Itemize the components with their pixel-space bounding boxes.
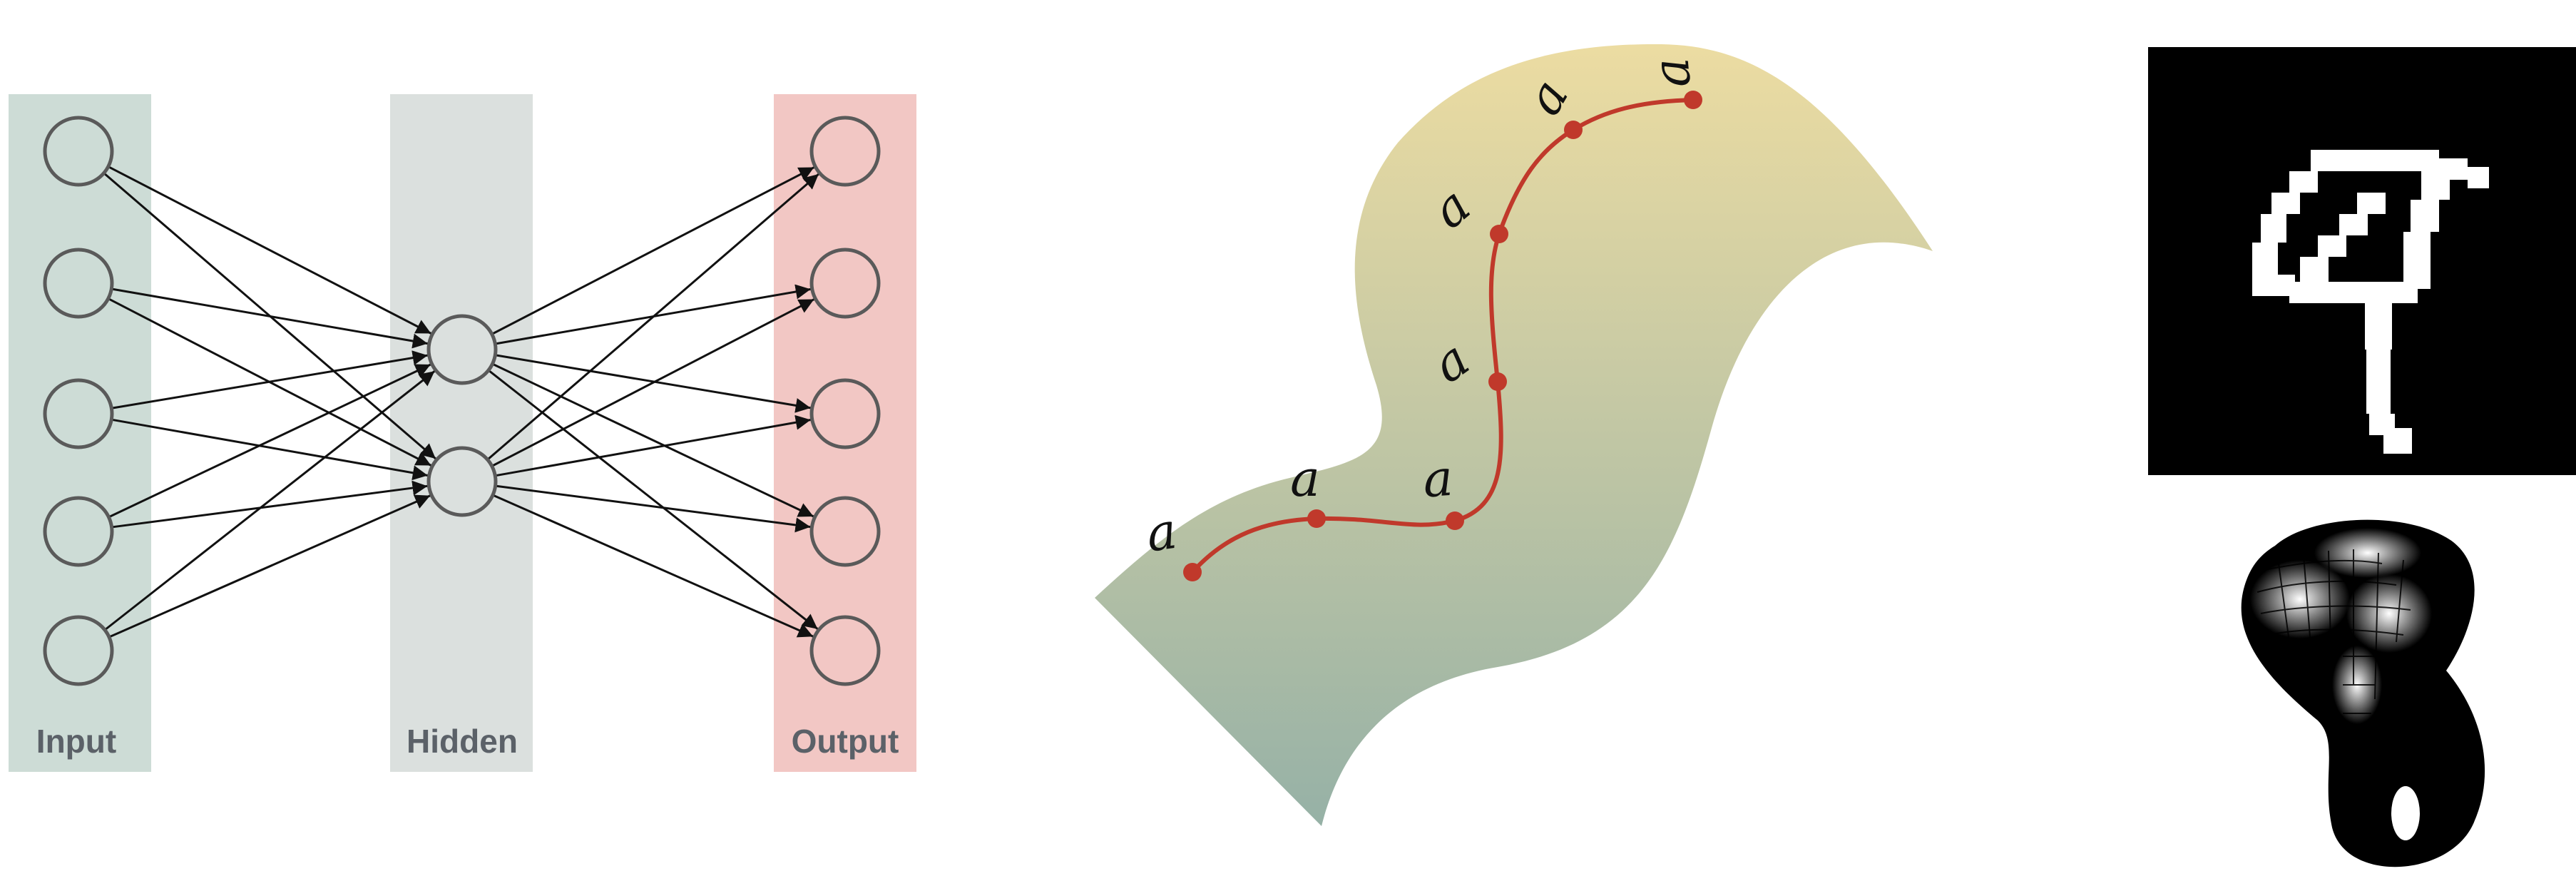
input-node-4 — [43, 496, 114, 567]
edge-l0-1-0 — [111, 287, 428, 349]
manifold-point-7 — [1684, 91, 1702, 109]
hidden-layer-band — [390, 94, 533, 772]
input-node-1 — [43, 116, 114, 187]
mesh-wire-lines — [2256, 549, 2411, 714]
neural-network-diagram: Input Hidden Output — [9, 94, 916, 772]
manifold-point-5 — [1490, 225, 1508, 243]
mesh-highlight-left — [2250, 560, 2350, 638]
mesh-shape — [2241, 519, 2485, 867]
edge-l1-0-0 — [491, 166, 815, 335]
manifold-point-1 — [1183, 563, 1202, 581]
mesh-hole — [2391, 786, 2420, 840]
edge-l0-4-0 — [104, 370, 436, 631]
digit-glyph — [2252, 150, 2489, 454]
input-node-2 — [43, 248, 114, 319]
edge-l1-0-4 — [488, 369, 819, 630]
network-nodes — [43, 116, 881, 686]
network-edges — [103, 166, 819, 638]
mesh-highlight-right — [2346, 574, 2432, 653]
edge-l1-1-1 — [491, 298, 815, 467]
manifold-point-6 — [1564, 121, 1583, 139]
input-layer-label: Input — [36, 723, 116, 760]
edge-l1-1-4 — [492, 494, 814, 638]
manifold-point-label-3: a — [1421, 449, 1455, 509]
input-node-3 — [43, 378, 114, 449]
output-node-5 — [809, 615, 881, 686]
edge-l0-0-0 — [108, 166, 432, 335]
edge-l1-0-3 — [491, 362, 814, 518]
edge-l0-2-1 — [111, 418, 429, 481]
mnist-digit-image — [2148, 47, 2576, 475]
edge-l0-3-1 — [111, 480, 428, 529]
output-node-4 — [809, 496, 881, 567]
manifold-point-2 — [1307, 509, 1326, 528]
manifold-point-label-2: a — [1290, 449, 1320, 508]
output-node-3 — [809, 378, 881, 449]
edge-l0-2-0 — [111, 350, 428, 409]
edge-l1-1-0 — [486, 173, 819, 461]
hidden-node-2 — [426, 446, 498, 517]
edge-l0-4-1 — [108, 494, 431, 638]
hidden-node-1 — [426, 314, 498, 385]
output-node-1 — [809, 116, 881, 187]
manifold-point-label-7: a — [1641, 56, 1702, 91]
manifold-point-4 — [1488, 372, 1507, 391]
digit-background — [2148, 47, 2576, 475]
input-node-5 — [43, 615, 114, 686]
edge-l1-1-2 — [495, 414, 812, 477]
edge-l0-3-0 — [108, 363, 431, 519]
hidden-layer-label: Hidden — [407, 723, 518, 760]
manifold-point-3 — [1446, 511, 1464, 530]
manifold-surface — [1095, 44, 1933, 826]
output-layer-label: Output — [792, 723, 899, 760]
edge-l1-1-3 — [495, 484, 811, 533]
output-node-2 — [809, 248, 881, 319]
mesh-highlight-top — [2314, 528, 2421, 578]
